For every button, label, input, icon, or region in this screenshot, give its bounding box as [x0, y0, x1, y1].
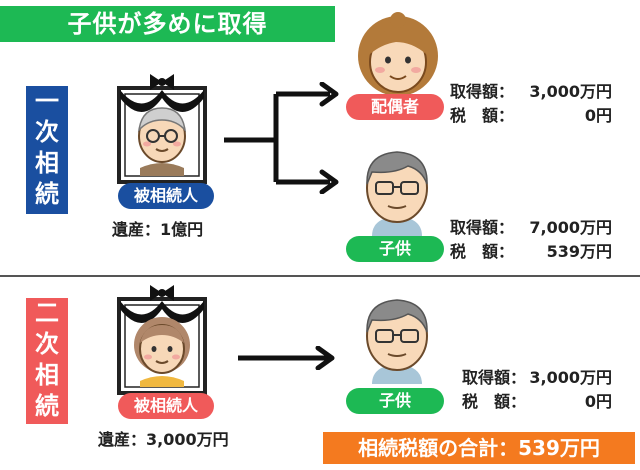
- label-char: 続: [35, 180, 59, 208]
- tax-value: 0円: [584, 392, 612, 411]
- branch-arrow-icon: [224, 82, 339, 194]
- estate-value: 遺産：3,000万円: [98, 430, 229, 449]
- acquired-label: 取得額：: [462, 368, 527, 387]
- label-char: 一: [35, 87, 59, 115]
- child-info: 取得額： 7,000万円 税 額： 539万円: [450, 214, 612, 261]
- first-inheritance-label: 一 次 相 続: [26, 86, 68, 214]
- acquired-value: 7,000万円: [529, 218, 612, 237]
- section-divider: [0, 275, 640, 277]
- tax-label: 税 額：: [462, 392, 527, 411]
- child-avatar-icon: [366, 299, 428, 384]
- page-title: 子供が多めに取得: [0, 6, 335, 42]
- memorial-portrait-grandfather-icon: [117, 74, 207, 184]
- acquired-label: 取得額：: [450, 218, 515, 237]
- child-badge: 子供: [346, 388, 444, 414]
- tax-label: 税 額：: [450, 106, 515, 125]
- acquired-value: 3,000万円: [529, 82, 612, 101]
- second-inheritance-label: 二 次 相 続: [26, 298, 68, 424]
- acquired-label: 取得額：: [450, 82, 515, 101]
- tax-value: 539万円: [546, 242, 612, 261]
- total-tax-banner: 相続税額の合計：539万円: [323, 432, 635, 464]
- decedent-badge: 被相続人: [118, 393, 214, 419]
- label-char: 続: [35, 392, 59, 420]
- label-char: 相: [35, 361, 59, 389]
- child-avatar-icon: [366, 151, 428, 236]
- memorial-portrait-grandmother-icon: [117, 285, 207, 395]
- child-badge: 子供: [346, 236, 444, 262]
- label-char: 次: [35, 330, 59, 358]
- arrow-right-icon: [238, 346, 335, 370]
- spouse-avatar-icon: [358, 12, 438, 96]
- spouse-info: 取得額： 3,000万円 税 額： 0円: [450, 78, 612, 125]
- label-char: 相: [35, 149, 59, 177]
- tax-label: 税 額：: [450, 242, 515, 261]
- acquired-value: 3,000万円: [529, 368, 612, 387]
- spouse-badge: 配偶者: [346, 94, 444, 120]
- estate-value: 遺産：1億円: [112, 220, 204, 239]
- label-char: 次: [35, 118, 59, 146]
- tax-value: 0円: [584, 106, 612, 125]
- label-char: 二: [35, 299, 59, 327]
- second-child-info: 取得額： 3,000万円 税 額： 0円: [462, 364, 612, 411]
- decedent-badge: 被相続人: [118, 183, 214, 209]
